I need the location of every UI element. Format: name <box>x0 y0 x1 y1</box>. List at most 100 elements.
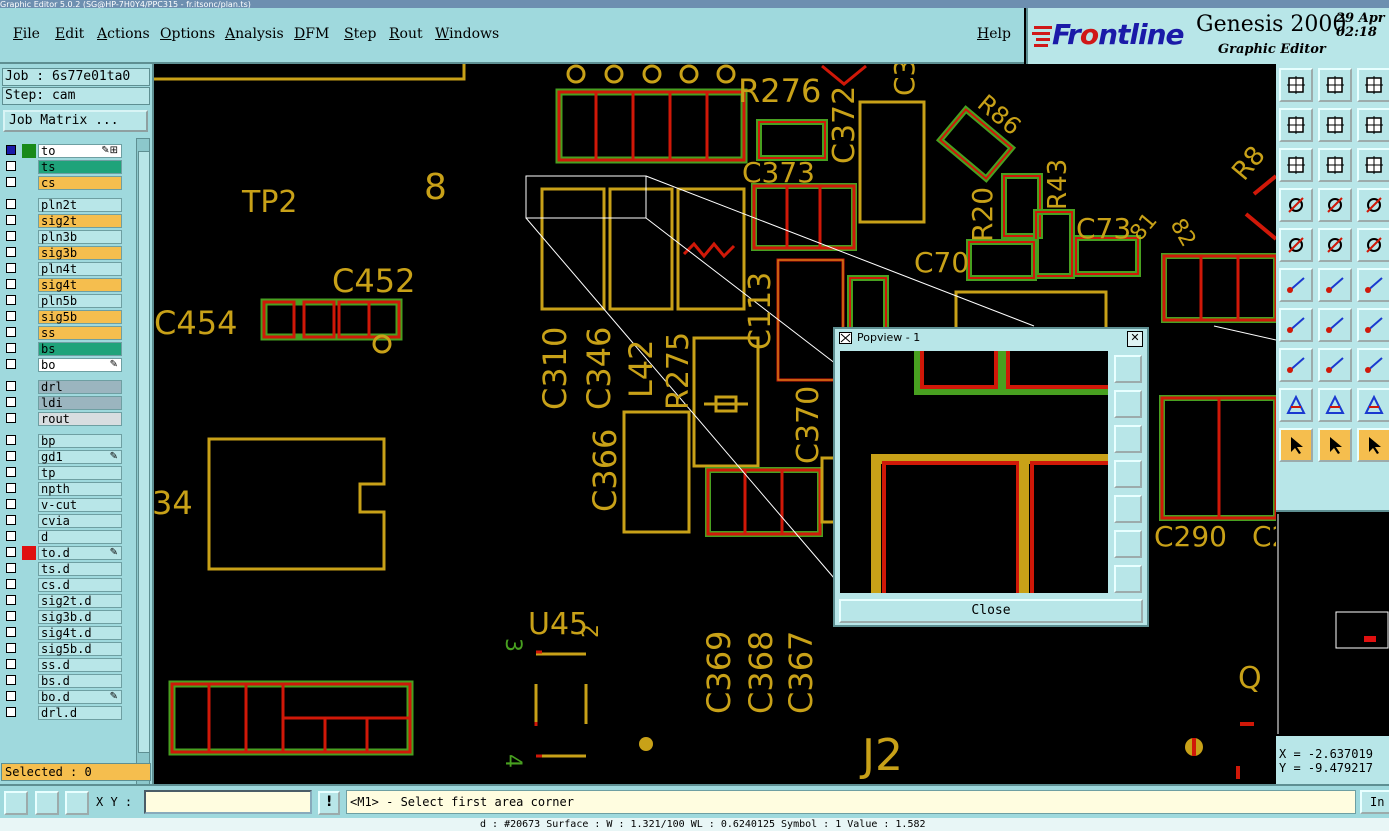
layer-row-bo[interactable]: bo✎ <box>4 358 124 372</box>
layer-row-v-cut[interactable]: v-cut <box>4 498 124 512</box>
layer-name[interactable]: sig2t.d <box>38 594 122 608</box>
layer-name[interactable]: ss <box>38 326 122 340</box>
route-net-button[interactable] <box>1279 268 1313 302</box>
layer-checkbox[interactable] <box>6 611 16 621</box>
layer-name[interactable]: npth <box>38 482 122 496</box>
layer-checkbox[interactable] <box>6 295 16 305</box>
pointer-a-button[interactable] <box>1279 428 1313 462</box>
menu-analysis[interactable]: Analysis <box>225 26 284 42</box>
layer-name[interactable]: bs <box>38 342 122 356</box>
layer-row-ldi[interactable]: ldi <box>4 396 124 410</box>
layer-row-ss[interactable]: ss <box>4 326 124 340</box>
layer-name[interactable]: sig4t <box>38 278 122 292</box>
layer-row-bp[interactable]: bp <box>4 434 124 448</box>
menu-edit[interactable]: Edit <box>55 26 85 42</box>
layer-checkbox[interactable] <box>6 327 16 337</box>
triangle-a-button[interactable] <box>1279 388 1313 422</box>
layer-name[interactable]: gd1✎ <box>38 450 122 464</box>
layer-checkbox[interactable] <box>6 199 16 209</box>
layer-row-pln4t[interactable]: pln4t <box>4 262 124 276</box>
layer-name[interactable]: sig3b.d <box>38 610 122 624</box>
popview-close-icon[interactable]: ✕ <box>1127 331 1143 347</box>
pointer-c-button[interactable] <box>1357 428 1389 462</box>
layer-name[interactable]: ldi <box>38 396 122 410</box>
layer-row-ts-d[interactable]: ts.d <box>4 562 124 576</box>
layer-checkbox[interactable] <box>6 675 16 685</box>
layer-name[interactable]: rout <box>38 412 122 426</box>
layer-row-sig3b[interactable]: sig3b <box>4 246 124 260</box>
zoom-previous-button[interactable] <box>1318 68 1352 102</box>
layer-checkbox[interactable] <box>6 247 16 257</box>
cut-line-button[interactable] <box>1318 348 1352 382</box>
layer-row-ts[interactable]: ts <box>4 160 124 174</box>
flip-tool-button[interactable] <box>1357 348 1389 382</box>
menu-step[interactable]: Step <box>344 26 377 42</box>
layer-row-pln2t[interactable]: pln2t <box>4 198 124 212</box>
layer-row-pln3b[interactable]: pln3b <box>4 230 124 244</box>
popview-close-button[interactable]: Close <box>839 599 1143 623</box>
layer-name[interactable]: sig5b <box>38 310 122 324</box>
layer-props-button[interactable] <box>1279 188 1313 222</box>
arc-tool-button[interactable] <box>1357 268 1389 302</box>
popview-window[interactable]: Popview - 1 ✕ Close <box>833 327 1149 627</box>
info-button[interactable]: In <box>1360 790 1389 814</box>
layer-name[interactable]: sig4t.d <box>38 626 122 640</box>
layer-row-bo-d[interactable]: bo.d✎ <box>4 690 124 704</box>
layer-row-npth[interactable]: npth <box>4 482 124 496</box>
scale-one-to-one-button[interactable] <box>1357 148 1389 182</box>
scrollbar-thumb[interactable] <box>138 151 150 753</box>
triangle-c-button[interactable] <box>1357 388 1389 422</box>
layer-row-sig3b-d[interactable]: sig3b.d <box>4 610 124 624</box>
layer-checkbox[interactable] <box>6 311 16 321</box>
cross-select-button[interactable] <box>1318 268 1352 302</box>
center-view-button[interactable] <box>1318 148 1352 182</box>
layer-row-drl[interactable]: drl <box>4 380 124 394</box>
layer-name[interactable]: cs.d <box>38 578 122 592</box>
popview-pan-up-button[interactable] <box>1114 390 1142 418</box>
layer-checkbox[interactable] <box>6 413 16 423</box>
xy-input[interactable] <box>144 790 312 814</box>
layer-row-cvia[interactable]: cvia <box>4 514 124 528</box>
menu-actions[interactable]: Actions <box>97 26 150 42</box>
layer-name[interactable]: to.d✎ <box>38 546 122 560</box>
layer-name[interactable]: pln3b <box>38 230 122 244</box>
layer-name[interactable]: cvia <box>38 514 122 528</box>
layer-checkbox[interactable] <box>6 579 16 589</box>
layer-row-cs-d[interactable]: cs.d <box>4 578 124 592</box>
overview-map[interactable] <box>1276 510 1389 736</box>
menu-dfm[interactable]: DFM <box>294 26 330 42</box>
layer-checkbox[interactable] <box>6 595 16 605</box>
layer-checkbox[interactable] <box>6 659 16 669</box>
layer-checkbox[interactable] <box>6 359 16 369</box>
layer-checkbox[interactable] <box>6 563 16 573</box>
layer-checkbox[interactable] <box>6 451 16 461</box>
layer-checkbox[interactable] <box>6 499 16 509</box>
menu-options[interactable]: Options <box>160 26 216 42</box>
layer-row-cs[interactable]: cs <box>4 176 124 190</box>
select-pad-button[interactable] <box>1279 228 1313 262</box>
layer-checkbox[interactable] <box>6 483 16 493</box>
popview-zoom-out-button[interactable] <box>1114 530 1142 558</box>
layer-checkbox[interactable] <box>6 691 16 701</box>
layer-checkbox[interactable] <box>6 435 16 445</box>
layer-row-bs[interactable]: bs <box>4 342 124 356</box>
diagonal-line-button[interactable] <box>1318 308 1352 342</box>
layer-name[interactable]: v-cut <box>38 498 122 512</box>
layer-checkbox[interactable] <box>6 279 16 289</box>
layer-checkbox[interactable] <box>6 643 16 653</box>
layer-checkbox[interactable] <box>6 177 16 187</box>
layer-checkbox[interactable] <box>6 263 16 273</box>
layer-checkbox[interactable] <box>6 381 16 391</box>
layer-row-to[interactable]: to✎⊞ <box>4 144 124 158</box>
layer-name[interactable]: pln4t <box>38 262 122 276</box>
layer-row-drl-d[interactable]: drl.d <box>4 706 124 720</box>
layer-row-sig4t-d[interactable]: sig4t.d <box>4 626 124 640</box>
grid-mode-button[interactable] <box>65 791 89 815</box>
measure-ruler-button[interactable] <box>1357 228 1389 262</box>
undo-view-button[interactable] <box>1357 108 1389 142</box>
pointer-b-button[interactable] <box>1318 428 1352 462</box>
home-view-button[interactable] <box>1357 68 1389 102</box>
layer-row-sig5b-d[interactable]: sig5b.d <box>4 642 124 656</box>
layer-color-swatch[interactable] <box>22 546 36 560</box>
layer-row-gd1[interactable]: gd1✎ <box>4 450 124 464</box>
